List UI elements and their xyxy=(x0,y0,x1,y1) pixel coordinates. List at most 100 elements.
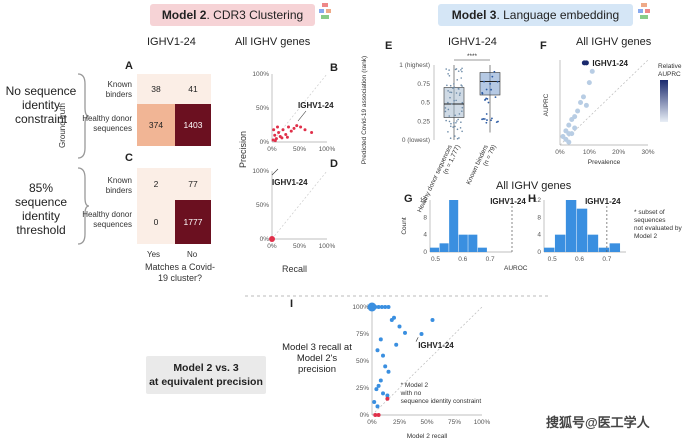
cell-a-11: 1403 xyxy=(175,104,211,146)
jitter-point xyxy=(457,70,460,72)
data-point xyxy=(376,305,381,309)
x-tick-label: 100% xyxy=(319,146,336,153)
jitter-point xyxy=(487,101,490,104)
x-tick-label: 0% xyxy=(267,146,277,153)
histogram-bar xyxy=(554,234,566,252)
col-label-yes: Yes xyxy=(147,250,161,259)
x-tick-label: 0.6 xyxy=(458,256,467,263)
x-tick-label: 100% xyxy=(319,243,336,250)
data-point xyxy=(374,387,379,392)
panel-letter-i: I xyxy=(290,298,294,310)
y-axis-title: Predicted Covid-19 association (rank) xyxy=(361,56,368,164)
histogram-bar xyxy=(598,247,610,252)
data-point xyxy=(292,126,296,130)
x-tick-label: 0.5 xyxy=(431,256,440,263)
y-tick-label: 0 xyxy=(423,249,427,256)
data-point xyxy=(295,124,299,128)
data-point xyxy=(367,302,377,312)
histogram-bar xyxy=(544,247,555,252)
jitter-point xyxy=(455,122,457,124)
red-point xyxy=(385,396,390,401)
data-point xyxy=(378,378,383,383)
y-tick-label: 8 xyxy=(537,214,541,221)
data-point xyxy=(373,305,378,309)
data-point xyxy=(379,305,384,309)
data-point xyxy=(273,133,277,137)
histogram-bar xyxy=(477,247,487,252)
annotation-ighv124: IGHV1-24 xyxy=(418,341,454,350)
y-tick-label: 0% xyxy=(260,139,270,146)
embedding-icon xyxy=(638,3,650,21)
cell-c-00: 2 xyxy=(137,168,175,200)
jitter-point xyxy=(485,88,488,91)
title-all-ighv-right: All IGHV genes xyxy=(576,36,652,48)
jitter-point xyxy=(490,88,493,91)
jitter-point xyxy=(453,122,455,124)
model3-header-rest: . Language embedding xyxy=(496,8,620,22)
panel-bd-xlabel: Recall xyxy=(282,264,308,274)
data-point xyxy=(284,133,288,137)
title-ighv124-left: IGHV1-24 xyxy=(147,36,196,48)
jitter-point xyxy=(461,106,464,109)
cell-c-10: 0 xyxy=(137,200,175,244)
y-axis-title: Count xyxy=(401,217,408,235)
y-tick-label: 1 (highest) xyxy=(399,62,430,69)
jitter-point xyxy=(446,84,448,87)
row-label-known-c: Known binders xyxy=(105,176,132,195)
data-point xyxy=(385,393,390,398)
histogram-bar xyxy=(609,243,621,252)
jitter-point xyxy=(448,75,451,77)
panel-letter-c: C xyxy=(125,152,133,164)
jitter-point xyxy=(447,108,450,111)
data-point xyxy=(269,236,275,242)
jitter-point xyxy=(458,113,461,115)
x-tick-label: 75% xyxy=(448,419,461,426)
footnote: sequence identity constraint xyxy=(401,398,482,405)
x-axis-title: AUROC xyxy=(504,265,528,272)
jitter-point xyxy=(447,101,449,104)
data-point xyxy=(372,400,377,405)
jitter-point xyxy=(444,110,447,113)
x-tick-label: 25% xyxy=(393,419,406,426)
jitter-point xyxy=(447,90,449,92)
data-point xyxy=(303,128,307,132)
data-point xyxy=(566,122,572,128)
x-tick-label: 50% xyxy=(293,146,306,153)
panel-letter-f: F xyxy=(540,40,547,52)
histogram-bar xyxy=(565,200,577,252)
jitter-point xyxy=(483,118,486,120)
panel-i-chart: 100%75%50%25%0%0%25%50%75%100%Model 2 re… xyxy=(352,302,491,440)
footnote: * subset of xyxy=(634,209,665,216)
no-constraint-label: No sequence identity constraint xyxy=(5,84,77,126)
y-tick-label: 4 xyxy=(423,232,427,239)
jitter-point xyxy=(491,75,494,78)
jitter-point xyxy=(450,122,452,125)
model3-header: Model 3. Language embedding xyxy=(438,4,633,26)
y-tick-label: 50% xyxy=(356,358,369,365)
y-tick-label: 75% xyxy=(356,331,369,338)
panel-d-chart: 100%50%0%0%50%100%IGHV1-24 xyxy=(252,168,336,250)
jitter-point xyxy=(449,91,451,94)
y-tick-label: 0% xyxy=(260,236,270,243)
annotation-ighv124: IGHV1-24 xyxy=(585,197,621,206)
y-tick-label: 100% xyxy=(352,304,369,311)
data-point xyxy=(389,317,394,322)
threshold-label: 85% sequence identity threshold xyxy=(14,181,68,237)
data-point xyxy=(386,369,391,374)
data-point xyxy=(276,125,279,129)
data-point xyxy=(419,332,424,336)
panel-letter-a: A xyxy=(125,60,133,72)
model2-header-bold: Model 2 xyxy=(161,8,207,22)
jitter-point xyxy=(460,121,462,124)
y-tick-label: 100% xyxy=(252,71,269,78)
histogram-bar xyxy=(439,243,449,252)
cell-a-00: 38 xyxy=(137,74,175,104)
model3-header-bold: Model 3 xyxy=(451,8,497,22)
annotation-ighv124: IGHV1-24 xyxy=(272,178,308,187)
panel-letter-b: B xyxy=(330,62,338,74)
jitter-point xyxy=(456,120,458,122)
jitter-point xyxy=(460,69,462,71)
y-tick-label: 0.5 xyxy=(421,100,430,107)
